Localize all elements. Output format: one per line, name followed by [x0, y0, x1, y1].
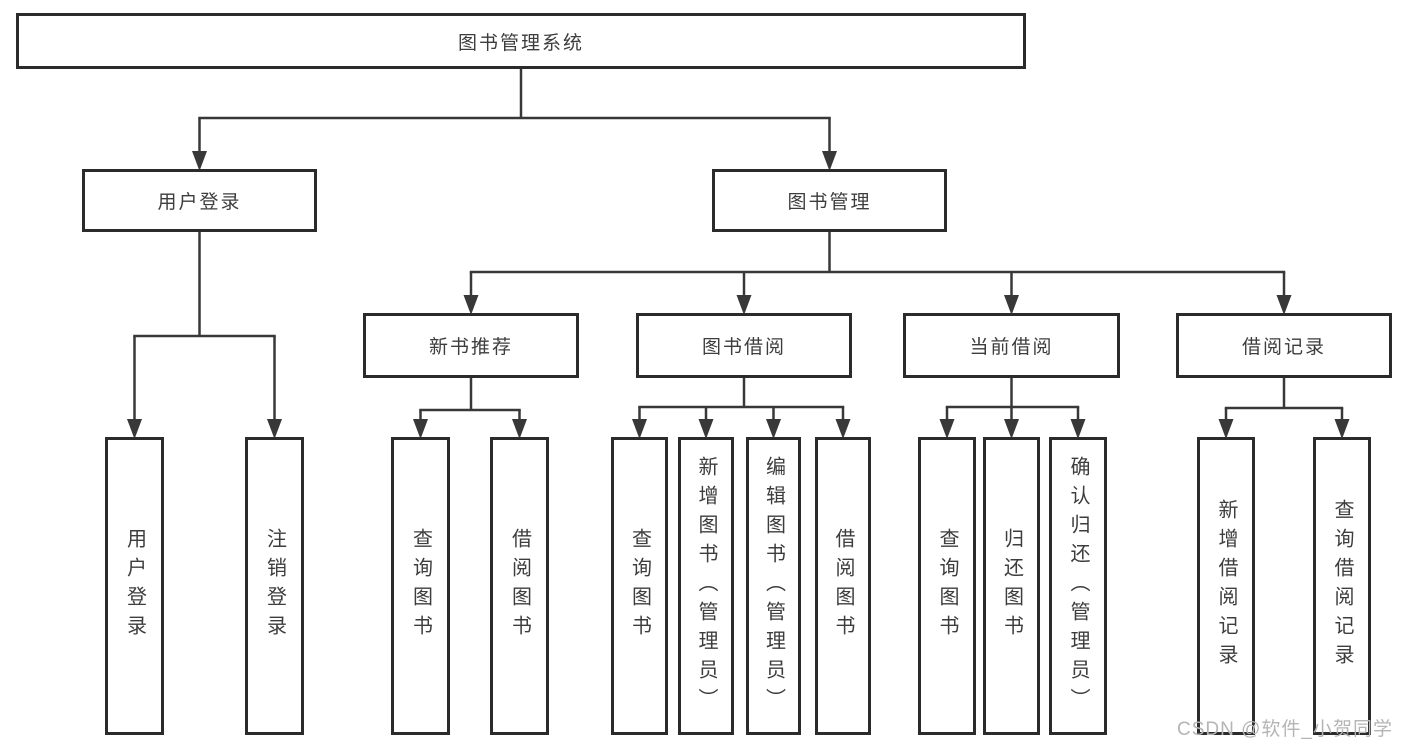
node-nb-borrow: 借阅图书: [490, 437, 549, 735]
node-bb-query: 查询图书: [611, 437, 668, 735]
node-nb-query: 查询图书: [391, 437, 450, 735]
node-root: 图书管理系统: [16, 13, 1026, 69]
node-cb-confirm: 确认归还（管理员）: [1049, 437, 1107, 735]
node-bb-borrow: 借阅图书: [815, 437, 871, 735]
node-user-login: 用户登录: [82, 169, 317, 232]
node-cb-return: 归还图书: [983, 437, 1040, 735]
node-bb-add: 新增图书（管理员）: [678, 437, 734, 735]
node-cb-query: 查询图书: [918, 437, 976, 735]
node-br-query: 查询借阅记录: [1313, 437, 1371, 735]
node-book-mgmt: 图书管理: [712, 169, 947, 232]
node-book-borrow: 图书借阅: [636, 313, 852, 378]
node-login: 用户登录: [105, 437, 164, 735]
node-borrow-records: 借阅记录: [1176, 313, 1392, 378]
node-br-add: 新增借阅记录: [1197, 437, 1255, 735]
node-bb-edit: 编辑图书（管理员）: [746, 437, 801, 735]
node-current-borrow: 当前借阅: [903, 313, 1120, 378]
node-new-books: 新书推荐: [363, 313, 579, 378]
watermark: CSDN @软件_小贺同学: [1177, 719, 1393, 740]
node-logout: 注销登录: [245, 437, 304, 735]
